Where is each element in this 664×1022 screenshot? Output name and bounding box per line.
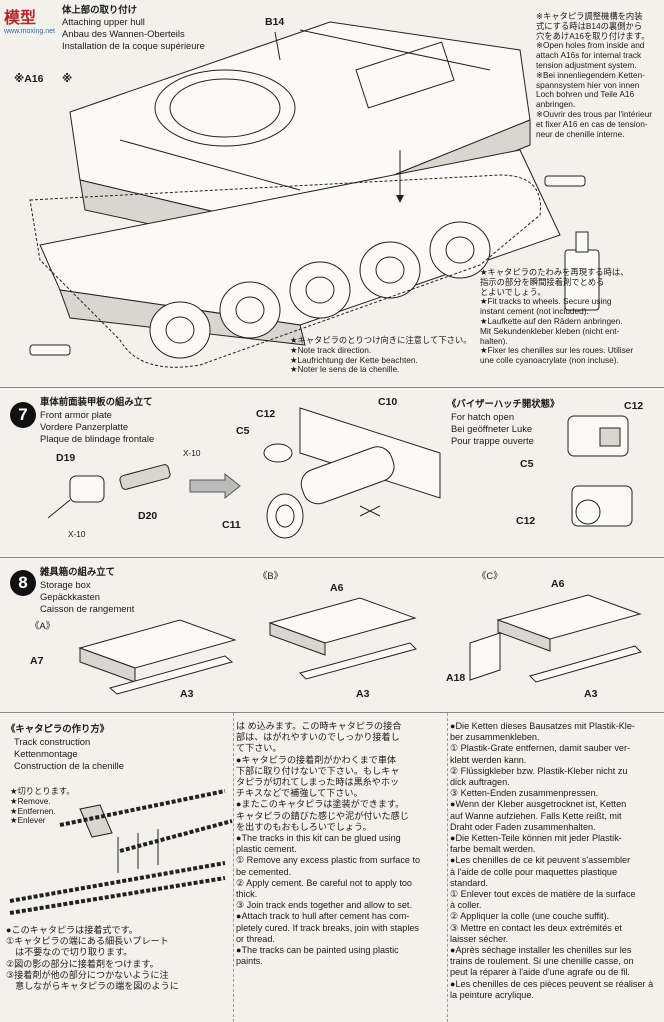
variant-c-label: 《C》 bbox=[477, 570, 503, 581]
label-a7: A7 bbox=[30, 655, 44, 667]
step8-section: 8 雑具箱の組み立て Storage box Gepäckkasten Cais… bbox=[0, 558, 664, 713]
label-c5-b: C5 bbox=[520, 458, 534, 470]
column-divider-2 bbox=[447, 713, 448, 1022]
track-col-3: ●Die Ketten dieses Bausatzes mit Plastik… bbox=[450, 721, 654, 1000]
track-drawing bbox=[9, 789, 233, 915]
label-c5-a: C5 bbox=[236, 425, 250, 437]
cut-note: ★切りとります。★Remove. ★Entfernen.★Enlever bbox=[10, 786, 75, 826]
step7-number: 7 bbox=[10, 402, 36, 428]
label-a3-b: A3 bbox=[356, 688, 370, 700]
label-a3-a: A3 bbox=[180, 688, 194, 700]
step6-hull-drawing bbox=[29, 21, 600, 368]
label-d20: D20 bbox=[138, 510, 158, 522]
label-d19: D19 bbox=[56, 452, 76, 464]
track-col-2: は め込みます。この時キャタピラの接合部は、はがれやすいのでしっかり接着して下さ… bbox=[236, 721, 421, 967]
hatch-title-de: Bei geöffneter Luke bbox=[451, 423, 533, 434]
variant-b-label: 《B》 bbox=[258, 570, 284, 581]
step7-title-de: Vordere Panzerplatte bbox=[40, 421, 129, 432]
label-a6-a: A6 bbox=[330, 582, 344, 594]
step6-title-en: Attaching upper hull bbox=[62, 16, 145, 27]
watermark-title: 模型 bbox=[4, 10, 37, 27]
hatch-title-jp: 《バイザーハッチ開状態》 bbox=[447, 398, 560, 409]
step8-number: 8 bbox=[10, 570, 36, 596]
track-title-de: Kettenmontage bbox=[14, 748, 78, 759]
step8-title-fr: Caisson de rangement bbox=[40, 603, 135, 614]
track-col-1: ●このキャタピラは接着式です。①キャタピラの端にある細長いプレート は不要なので… bbox=[6, 925, 179, 992]
column-divider-1 bbox=[233, 713, 234, 1022]
variant-a-label: 《A》 bbox=[30, 620, 56, 631]
step7-section: 7 車体前面装甲板の組み立て Front armor plate Vordere… bbox=[0, 388, 664, 558]
track-section: 《キャタピラの作り方》 Track construction Kettenmon… bbox=[0, 713, 664, 1022]
step6-note-right: ★キャタピラのたわみを再現する時は、指示の部分を瞬間接着剤でとめるとよいでしょう… bbox=[480, 267, 634, 366]
step7-drawing bbox=[47, 407, 633, 539]
step7-title-en: Front armor plate bbox=[40, 409, 112, 420]
label-a6-b: A6 bbox=[551, 578, 565, 590]
label-c12-a: C12 bbox=[256, 408, 276, 420]
watermark-url: www.moxing.net bbox=[4, 28, 55, 35]
step8-title-jp: 雑具箱の組み立て bbox=[40, 566, 116, 577]
step6-section: 体上部の取り付け Attaching upper hull Anbau des … bbox=[0, 0, 664, 388]
step6-title-jp: 体上部の取り付け bbox=[62, 4, 138, 15]
label-a18: A18 bbox=[446, 672, 466, 684]
step7-title-jp: 車体前面装甲板の組み立て bbox=[40, 396, 153, 407]
step8-title-de: Gepäckkasten bbox=[40, 591, 100, 602]
watermark-logo: 模型 www.moxing.net bbox=[4, 4, 55, 36]
step6-title-fr: Installation de la coque supérieure bbox=[62, 40, 205, 51]
track-title-fr: Construction de la chenille bbox=[14, 760, 124, 771]
label-a3-c: A3 bbox=[584, 688, 598, 700]
label-c10: C10 bbox=[378, 396, 398, 408]
hatch-title-en: For hatch open bbox=[451, 411, 515, 422]
label-c11: C11 bbox=[222, 519, 241, 531]
label-a16: ※A16 bbox=[14, 73, 44, 85]
step6-note-mid: ★キャタピラのとりつけ向きに注意して下さい。★Note track direct… bbox=[290, 335, 472, 375]
label-b14: B14 bbox=[265, 16, 285, 28]
step8-title-en: Storage box bbox=[40, 579, 91, 590]
label-c12-b: C12 bbox=[624, 400, 644, 412]
label-star: ※ bbox=[62, 73, 73, 85]
track-title-en: Track construction bbox=[14, 736, 91, 747]
hatch-title-fr: Pour trappe ouverte bbox=[451, 435, 534, 446]
step6-title-de: Anbau des Wannen-Oberteils bbox=[62, 28, 185, 39]
label-x10-b: X-10 bbox=[68, 529, 86, 539]
track-title-jp: 《キャタピラの作り方》 bbox=[6, 723, 110, 734]
step8-drawing bbox=[78, 594, 642, 695]
step7-title-fr: Plaque de blindage frontale bbox=[40, 433, 155, 444]
label-c12-c: C12 bbox=[516, 515, 536, 527]
step6-note-top: ※キャタピラ調整機構を内装式にする時はB14の裏側から穴をあけA16を取り付けま… bbox=[536, 11, 652, 139]
label-x10-a: X-10 bbox=[183, 448, 201, 458]
